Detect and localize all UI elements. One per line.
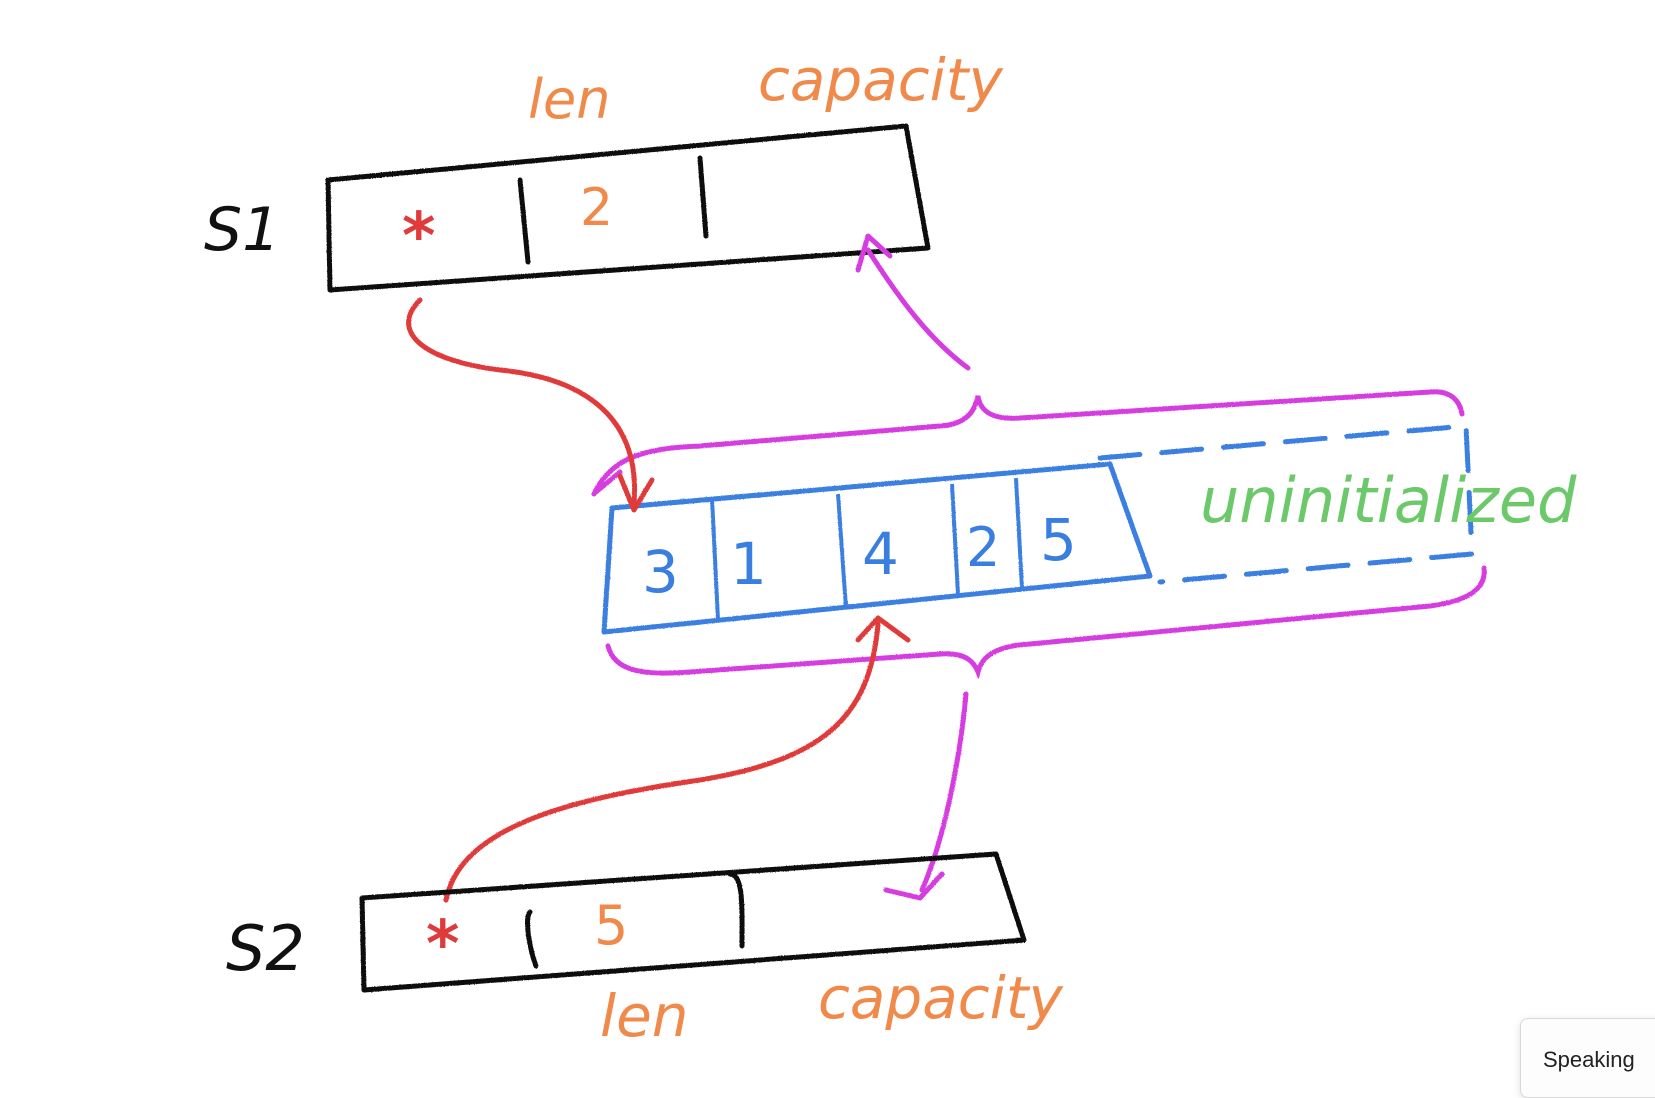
- uninitialized-label: uninitialized: [1200, 464, 1577, 537]
- s2-header: [359, 851, 1027, 993]
- s1-len-value: 2: [580, 178, 613, 238]
- s2-capacity-arrow: [883, 691, 969, 901]
- speaking-popup: Speaking: [1520, 1018, 1655, 1098]
- s1-capacity-arrow: [855, 233, 971, 371]
- s2-pointer: *: [426, 908, 459, 982]
- s1-pointer: *: [402, 200, 435, 274]
- s1-len-label: len: [528, 68, 610, 131]
- array-cell-3: 2: [966, 516, 1000, 579]
- s2-box: [359, 851, 1027, 993]
- array-initialized-box: [601, 461, 1153, 635]
- s2-len-label: len: [600, 982, 689, 1050]
- speaking-popup-text: Speaking: [1543, 1047, 1635, 1072]
- s1-capacity-brace: [591, 389, 1465, 497]
- s1-pointer-arrow: [406, 297, 655, 513]
- array-cell-0: 3: [642, 538, 679, 606]
- s2-divider-1: [525, 909, 539, 969]
- slice-diagram: S1 * 2 len capacity 3 1 4 2 5 uninitiali…: [204, 46, 1577, 1050]
- s2-len-value: 5: [594, 894, 628, 957]
- s2-capacity-brace: [605, 565, 1487, 681]
- s1-label: S1: [204, 195, 280, 265]
- array-uninitialized-region: [1097, 423, 1475, 585]
- array-cell-1: 1: [730, 530, 767, 598]
- s1-capacity-label: capacity: [758, 46, 1004, 114]
- s2-divider-2: [727, 871, 745, 949]
- array-divider-4: [1014, 477, 1024, 589]
- s1-divider-2: [697, 155, 709, 239]
- array-cell-2: 4: [862, 520, 899, 588]
- s2-pointer-arrow: [443, 615, 911, 903]
- array-cell-4: 5: [1040, 506, 1077, 574]
- array-divider-2: [836, 493, 848, 609]
- array-divider-1: [710, 497, 720, 621]
- array-divider-3: [950, 483, 960, 595]
- s1-divider-1: [517, 177, 531, 265]
- s1-header: [325, 123, 931, 293]
- backing-array: [601, 423, 1475, 635]
- s1-box: [325, 123, 931, 293]
- s2-label: S2: [226, 912, 305, 985]
- whiteboard-canvas: S1 * 2 len capacity 3 1 4 2 5 uninitiali…: [204, 46, 1578, 1050]
- s2-capacity-label: capacity: [818, 964, 1064, 1032]
